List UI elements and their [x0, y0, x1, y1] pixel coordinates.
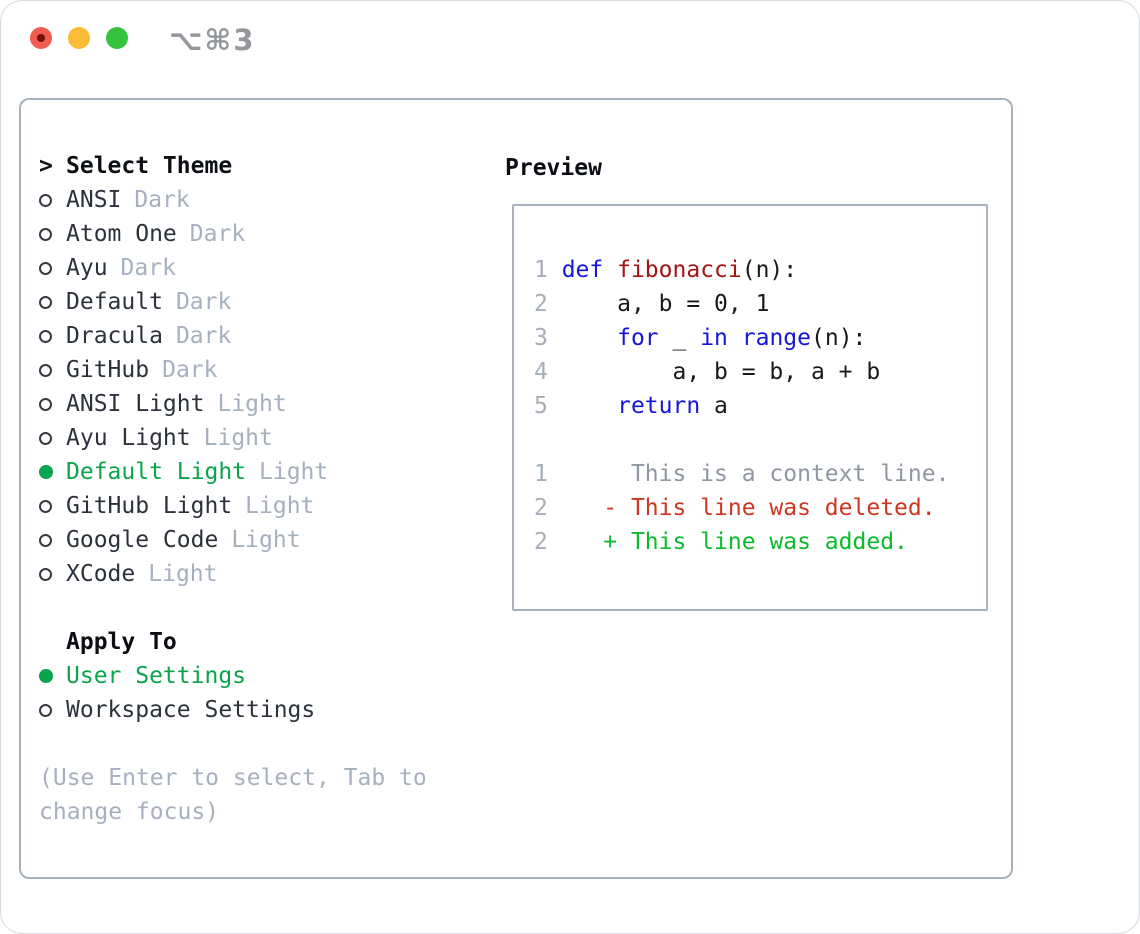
code-line: 1 def fibonacci(n): — [534, 257, 798, 283]
theme-variant-tag: Dark — [134, 187, 190, 213]
theme-variant-tag: Dark — [120, 255, 176, 281]
theme-option-github[interactable]: GitHub Dark — [39, 353, 427, 387]
theme-variant-tag: Dark — [162, 357, 218, 383]
hint-line: (Use Enter to select, Tab to — [39, 765, 427, 791]
preview-box: 1 def fibonacci(n): 2 a, b = 0, 1 3 for _ … — [512, 204, 988, 611]
close-dot-icon — [37, 34, 45, 42]
theme-option-ayu-light[interactable]: Ayu Light Light — [39, 421, 427, 455]
titlebar: ⌥⌘3 — [1, 1, 1139, 71]
radio-unselected-icon — [39, 295, 52, 309]
code-line: 2 a, b = 0, 1 — [534, 291, 770, 317]
cursor-indicator: > — [39, 153, 53, 179]
apply-option-label: Workspace Settings — [66, 697, 316, 723]
theme-name: Ayu Light — [66, 425, 191, 451]
theme-option-xcode[interactable]: XCode Light — [39, 557, 427, 591]
theme-variant-tag: Dark — [175, 289, 232, 315]
radio-unselected-icon — [39, 499, 52, 513]
theme-name: Default — [66, 289, 163, 315]
theme-name: ANSI — [66, 187, 122, 213]
theme-list-header-row: > Select Theme — [39, 149, 427, 183]
radio-unselected-icon — [39, 703, 52, 717]
maximize-button[interactable] — [106, 27, 128, 49]
theme-variant-tag: Light — [245, 493, 315, 519]
code-line: 2 + This line was added. — [534, 529, 908, 555]
theme-option-google-code[interactable]: Google Code Light — [39, 523, 427, 557]
radio-unselected-icon — [39, 533, 52, 547]
theme-option-ayu[interactable]: Ayu Dark — [39, 251, 427, 285]
apply-option-user-settings[interactable]: User Settings — [39, 659, 427, 693]
theme-variant-tag: Light — [217, 391, 287, 417]
section-gap — [39, 591, 427, 625]
theme-name: GitHub Light — [66, 493, 233, 519]
theme-name: XCode — [66, 561, 136, 587]
code-line: 1 This is a context line. — [534, 461, 950, 487]
code-line: 4 a, b = b, a + b — [534, 359, 881, 385]
code-line: 2 - This line was deleted. — [534, 495, 936, 521]
radio-unselected-icon — [39, 193, 52, 207]
theme-option-atom-one[interactable]: Atom One Dark — [39, 217, 427, 251]
radio-unselected-icon — [39, 329, 52, 343]
theme-option-default-light[interactable]: Default Light Light — [39, 455, 427, 489]
theme-option-github-light[interactable]: GitHub Light Light — [39, 489, 427, 523]
radio-unselected-icon — [39, 567, 52, 581]
theme-option-dracula[interactable]: Dracula Dark — [39, 319, 427, 353]
radio-unselected-icon — [39, 431, 52, 445]
radio-unselected-icon — [39, 227, 52, 241]
theme-option-ansi[interactable]: ANSI Dark — [39, 183, 427, 217]
theme-variant-tag: Dark — [189, 221, 246, 247]
theme-name: Default Light — [66, 459, 247, 485]
apply-option-workspace-settings[interactable]: Workspace Settings — [39, 693, 427, 727]
theme-option-ansi-light[interactable]: ANSI Light Light — [39, 387, 427, 421]
code-line — [534, 423, 986, 457]
theme-name: Dracula — [66, 323, 163, 349]
theme-variant-tag: Dark — [175, 323, 232, 349]
apply-option-label: User Settings — [66, 663, 247, 689]
code-preview: 1 def fibonacci(n): 2 a, b = 0, 1 3 for _ … — [514, 206, 986, 559]
radio-selected-icon — [39, 465, 53, 479]
theme-variant-tag: Light — [203, 425, 273, 451]
section-gap — [39, 727, 427, 761]
preview-title: Preview — [505, 155, 602, 181]
hint-line: change focus) — [39, 799, 220, 825]
apply-to-header-row: Apply To — [39, 625, 427, 659]
code-line: 3 for _ in range(n): — [534, 325, 867, 351]
theme-variant-tag: Light — [148, 561, 218, 587]
theme-name: GitHub — [66, 357, 150, 383]
theme-variant-tag: Light — [231, 527, 301, 553]
close-button[interactable] — [30, 27, 52, 49]
radio-unselected-icon — [39, 261, 52, 275]
theme-name: ANSI Light — [66, 391, 205, 417]
apply-to-title: Apply To — [66, 629, 177, 655]
radio-unselected-icon — [39, 363, 52, 377]
theme-name: Atom One — [66, 221, 177, 247]
minimize-button[interactable] — [68, 27, 90, 49]
radio-unselected-icon — [39, 397, 52, 411]
theme-variant-tag: Light — [259, 459, 329, 485]
theme-list-title: Select Theme — [66, 153, 233, 179]
theme-name: Google Code — [66, 527, 219, 553]
radio-selected-icon — [39, 669, 53, 683]
theme-name: Ayu — [66, 255, 108, 281]
theme-option-default[interactable]: Default Dark — [39, 285, 427, 319]
code-line: 5 return a — [534, 393, 728, 419]
hint-text: (Use Enter to select, Tab to change focus… — [39, 761, 427, 829]
window-title: ⌥⌘3 — [169, 23, 256, 57]
